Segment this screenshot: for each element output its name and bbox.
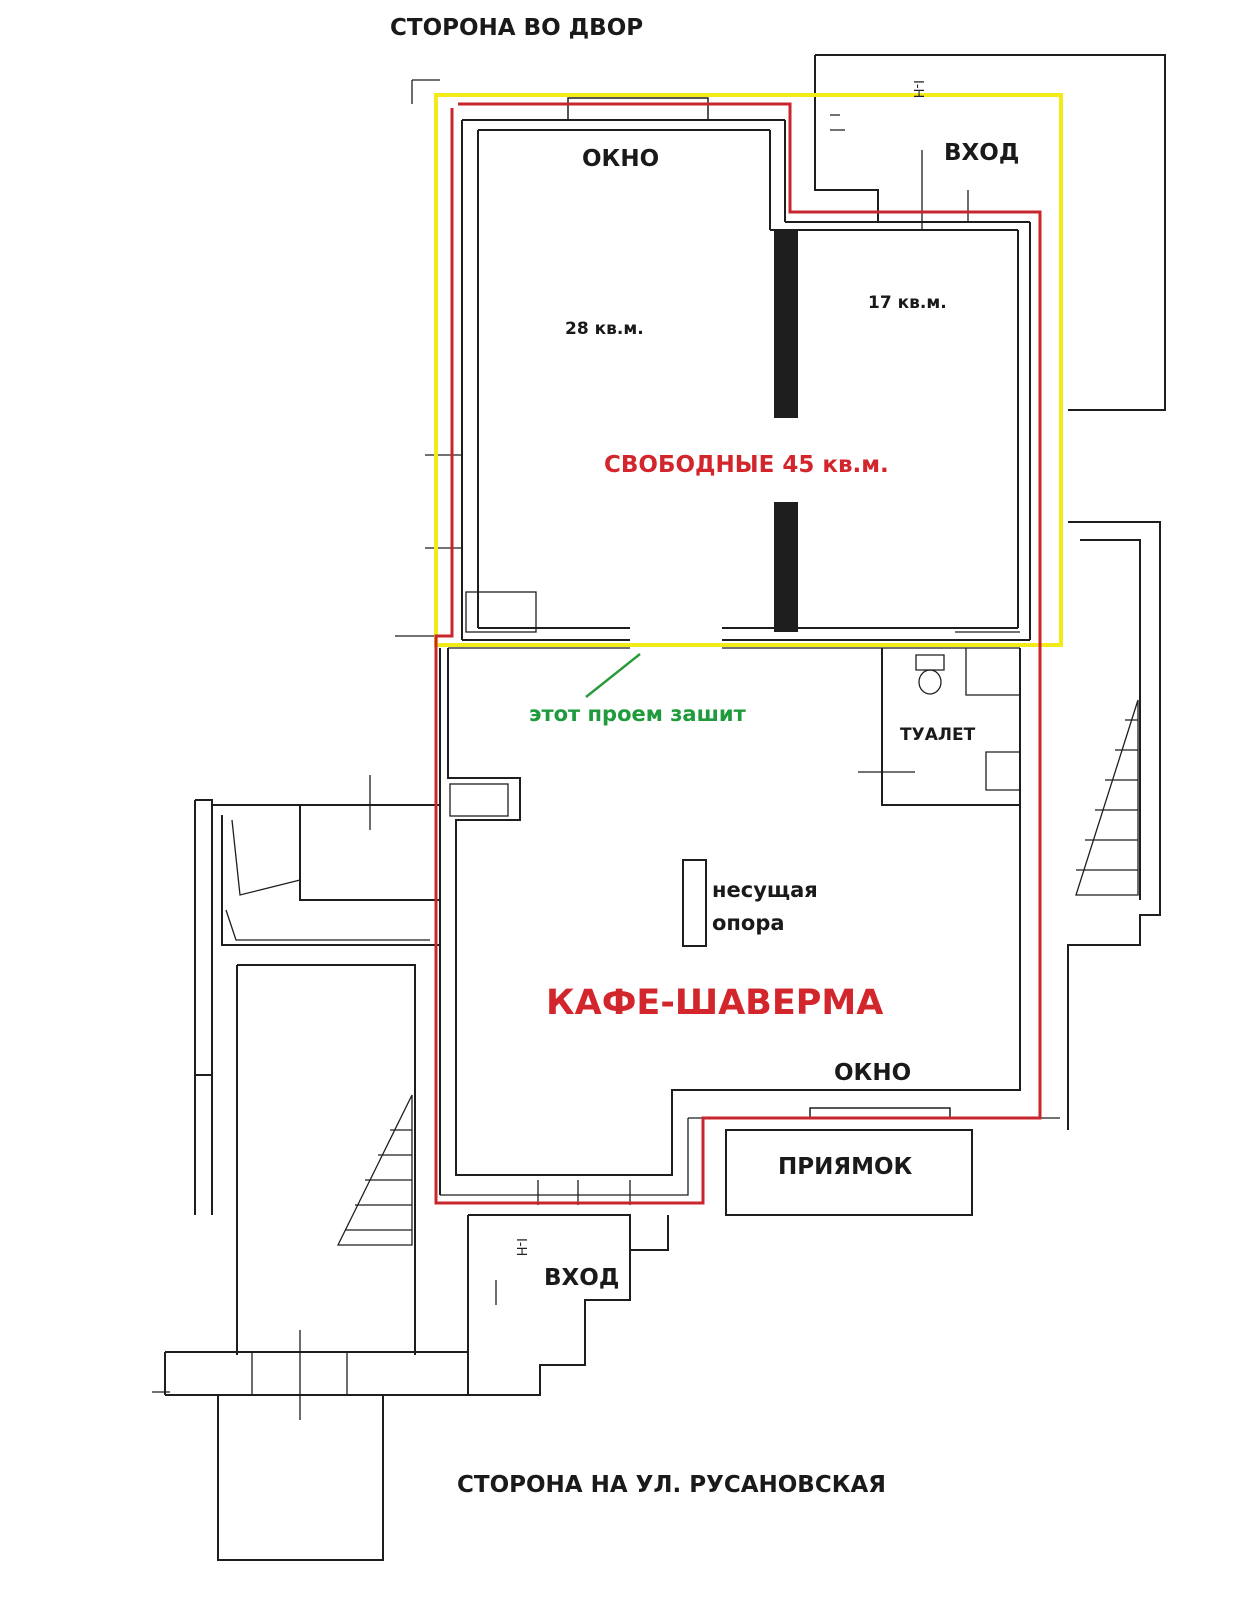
top-mark-label: I-H bbox=[910, 80, 925, 98]
column-label-line1: несущая bbox=[712, 878, 818, 902]
right-stair-block bbox=[1067, 521, 1161, 1130]
opening-closed-label: этот проем зашит bbox=[529, 702, 747, 726]
bottom-side-label: СТОРОНА НА УЛ. РУСАНОВСКАЯ bbox=[457, 1472, 886, 1498]
toilet-label: ТУАЛЕТ bbox=[900, 725, 976, 745]
column-label-line2: опора bbox=[712, 911, 785, 935]
pit-block bbox=[725, 1129, 973, 1216]
top-window-label: ОКНО bbox=[582, 146, 659, 172]
top-window-frame bbox=[567, 97, 709, 121]
upper-rooms-walls bbox=[395, 79, 1031, 641]
closed-opening-arrow bbox=[585, 653, 641, 698]
room-28-area: 28 кв.м. bbox=[565, 319, 644, 339]
top-entrance-block bbox=[814, 54, 1166, 411]
room-17-area: 17 кв.м. bbox=[868, 293, 947, 313]
load-bearing-column bbox=[682, 859, 707, 947]
bottom-window-label: ОКНО bbox=[834, 1060, 911, 1086]
top-side-label: СТОРОНА ВО ДВОР bbox=[390, 15, 643, 41]
premises-boundary bbox=[434, 102, 1042, 1205]
free-area-highlight bbox=[434, 93, 1063, 647]
bottom-entrance-label: ВХОД bbox=[544, 1265, 619, 1291]
top-entrance-label: ВХОД bbox=[944, 140, 1019, 166]
free-area-label: СВОБОДНЫЕ 45 кв.м. bbox=[604, 452, 889, 478]
left-structures bbox=[152, 775, 468, 1561]
bottom-mark-label: I-H bbox=[513, 1238, 528, 1256]
bottom-entrance-block bbox=[467, 1180, 669, 1396]
cafe-label: КАФЕ-ШАВЕРМА bbox=[546, 983, 883, 1023]
pit-label: ПРИЯМОК bbox=[778, 1154, 913, 1180]
